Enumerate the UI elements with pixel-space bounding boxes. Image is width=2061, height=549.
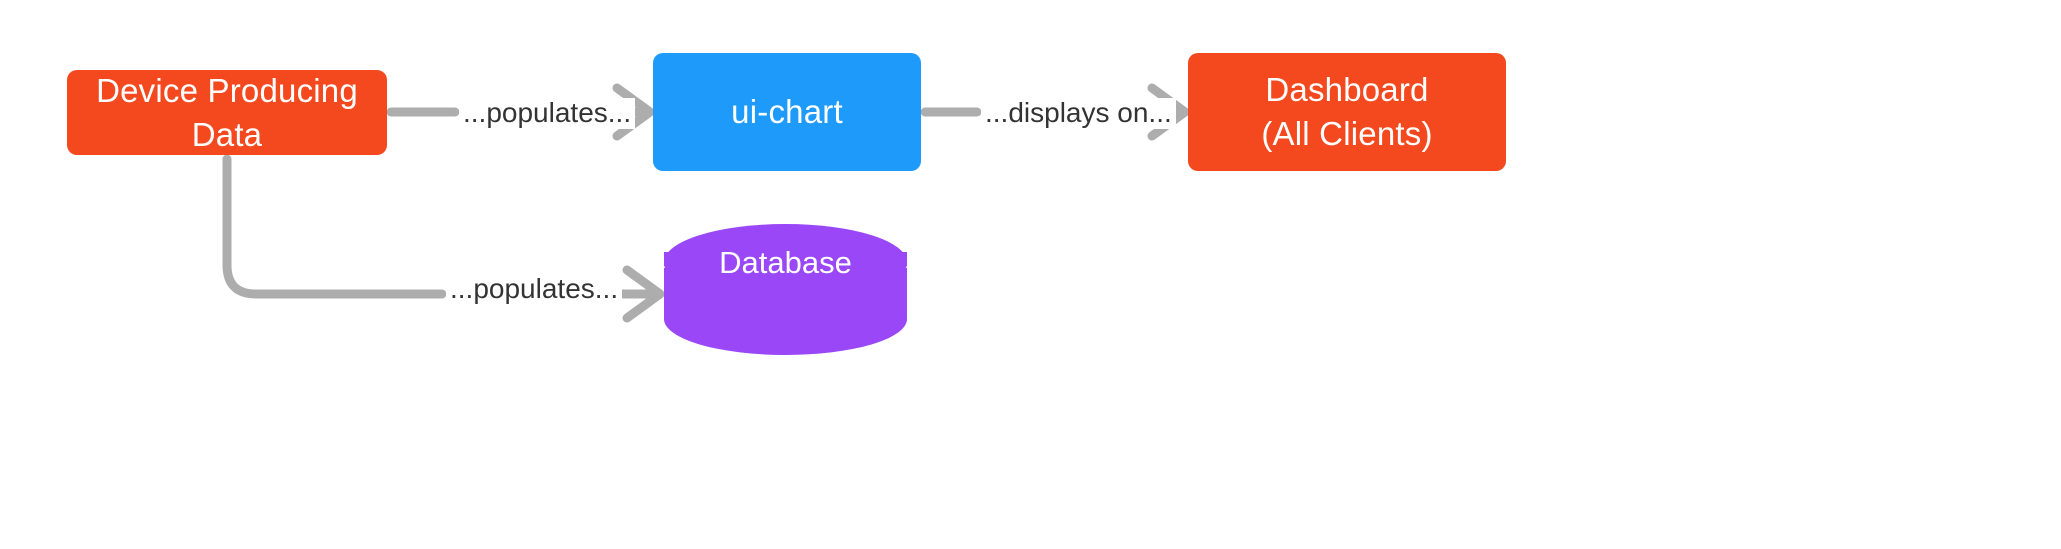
- node-database[interactable]: Database: [662, 224, 909, 355]
- cylinder-top-ellipse: [664, 224, 907, 300]
- node-ui-chart-label: ui-chart: [731, 93, 843, 131]
- arrowhead-chevron-icon: [622, 265, 665, 323]
- node-dashboard-label-line1: Dashboard: [1265, 71, 1429, 109]
- node-device-producing-data[interactable]: Device Producing Data: [67, 70, 387, 155]
- node-database-label: Database: [719, 245, 852, 280]
- edge-label-populates-database: ...populates...: [446, 273, 623, 305]
- edge-label-populates-ui-chart: ...populates...: [459, 97, 636, 129]
- node-dashboard-label-line2: (All Clients): [1261, 115, 1433, 152]
- node-dashboard-label: Dashboard (All Clients): [1261, 68, 1432, 155]
- edge-label-displays-on: ...displays on...: [981, 97, 1176, 129]
- node-ui-chart[interactable]: ui-chart: [653, 53, 921, 171]
- node-dashboard[interactable]: Dashboard (All Clients): [1188, 53, 1506, 171]
- node-device-label: Device Producing Data: [96, 71, 358, 153]
